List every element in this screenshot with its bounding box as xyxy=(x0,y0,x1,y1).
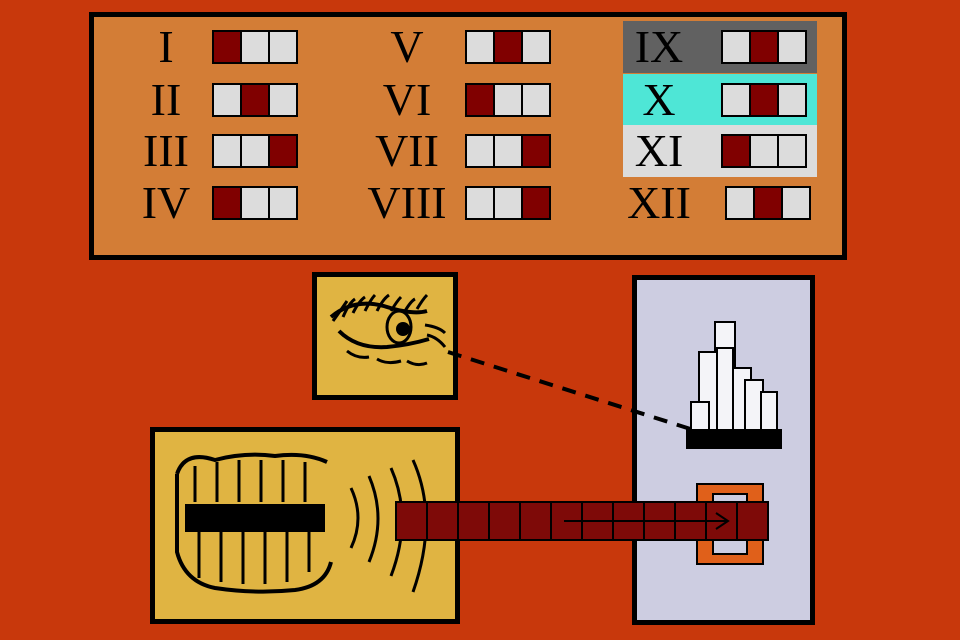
clue-pattern xyxy=(465,30,551,64)
pattern-cell-empty xyxy=(779,32,805,62)
pipe-organ-icon xyxy=(686,321,782,449)
clue-pattern xyxy=(465,83,551,117)
clue-numeral: III xyxy=(143,125,189,176)
organ-panel[interactable] xyxy=(632,275,815,625)
beam-segment xyxy=(519,501,552,541)
clue-numeral: VI xyxy=(382,74,432,125)
pattern-cell-filled xyxy=(523,188,549,218)
clue-pattern xyxy=(721,134,807,168)
pattern-cell-filled xyxy=(467,85,493,115)
organ-door-scene xyxy=(637,280,810,620)
clue-numeral: IX xyxy=(634,21,684,72)
beam-segment xyxy=(488,501,521,541)
clue-pattern xyxy=(465,134,551,168)
pattern-cell-filled xyxy=(242,85,268,115)
teeth-panel[interactable] xyxy=(150,427,460,624)
pattern-cell-empty xyxy=(783,188,809,218)
beam-segment xyxy=(581,501,614,541)
pattern-cell-empty xyxy=(242,136,268,166)
clue-6[interactable]: VI xyxy=(383,74,587,126)
clue-pattern xyxy=(212,134,298,168)
clue-3[interactable]: III xyxy=(134,125,334,177)
clue-2[interactable]: II xyxy=(134,74,334,126)
clue-7[interactable]: VII xyxy=(375,125,587,177)
clue-pattern xyxy=(212,83,298,117)
pattern-cell-filled xyxy=(214,32,240,62)
clue-pattern xyxy=(212,30,298,64)
clue-pattern xyxy=(725,186,811,220)
clue-1[interactable]: I xyxy=(134,21,334,73)
beam-segment xyxy=(550,501,583,541)
pattern-cell-empty xyxy=(467,188,493,218)
beam-segment xyxy=(457,501,490,541)
clue-pattern xyxy=(721,30,807,64)
clue-numeral: II xyxy=(150,74,182,125)
clue-12[interactable]: XII xyxy=(627,177,827,229)
pattern-cell-empty xyxy=(523,85,549,115)
pattern-cell-empty xyxy=(495,188,521,218)
pattern-cell-empty xyxy=(270,32,296,62)
eye-icon xyxy=(317,277,453,395)
clue-pattern xyxy=(212,186,298,220)
clue-4[interactable]: IV xyxy=(134,177,334,229)
eye-panel[interactable] xyxy=(312,272,458,400)
pattern-cell-empty xyxy=(270,85,296,115)
clue-10[interactable]: X xyxy=(623,74,817,126)
clue-numeral: V xyxy=(390,21,424,72)
clue-numeral: VIII xyxy=(367,177,447,228)
clue-9[interactable]: IX xyxy=(623,21,817,73)
pattern-cell-empty xyxy=(242,32,268,62)
pattern-cell-empty xyxy=(495,136,521,166)
clue-numeral: XI xyxy=(634,125,684,176)
clue-numeral: I xyxy=(158,21,174,72)
teeth-icon xyxy=(155,432,455,619)
clue-8[interactable]: VIII xyxy=(367,177,587,229)
pattern-cell-filled xyxy=(270,136,296,166)
door-icon xyxy=(696,483,764,565)
clue-5[interactable]: V xyxy=(387,21,587,73)
pattern-cell-filled xyxy=(523,136,549,166)
pattern-cell-empty xyxy=(270,188,296,218)
clue-numeral: X xyxy=(642,74,676,125)
clue-11[interactable]: XI xyxy=(623,125,817,177)
clue-pattern xyxy=(721,83,807,117)
pattern-cell-empty xyxy=(523,32,549,62)
pattern-cell-filled xyxy=(755,188,781,218)
pattern-cell-empty xyxy=(242,188,268,218)
pattern-cell-empty xyxy=(779,136,805,166)
pattern-cell-empty xyxy=(779,85,805,115)
clue-numeral: IV xyxy=(141,177,191,228)
pattern-cell-filled xyxy=(751,85,777,115)
pattern-cell-filled xyxy=(751,32,777,62)
pattern-cell-empty xyxy=(214,136,240,166)
pattern-cell-empty xyxy=(214,85,240,115)
clue-pattern xyxy=(465,186,551,220)
clue-numeral: VII xyxy=(375,125,439,176)
pattern-cell-filled xyxy=(495,32,521,62)
pattern-cell-empty xyxy=(727,188,753,218)
pattern-cell-empty xyxy=(495,85,521,115)
pattern-cell-empty xyxy=(467,32,493,62)
pattern-cell-empty xyxy=(467,136,493,166)
pattern-cell-empty xyxy=(723,32,749,62)
pattern-cell-filled xyxy=(214,188,240,218)
pattern-cell-empty xyxy=(723,85,749,115)
pattern-cell-empty xyxy=(751,136,777,166)
pattern-cell-filled xyxy=(723,136,749,166)
clue-numeral: XII xyxy=(627,177,691,228)
